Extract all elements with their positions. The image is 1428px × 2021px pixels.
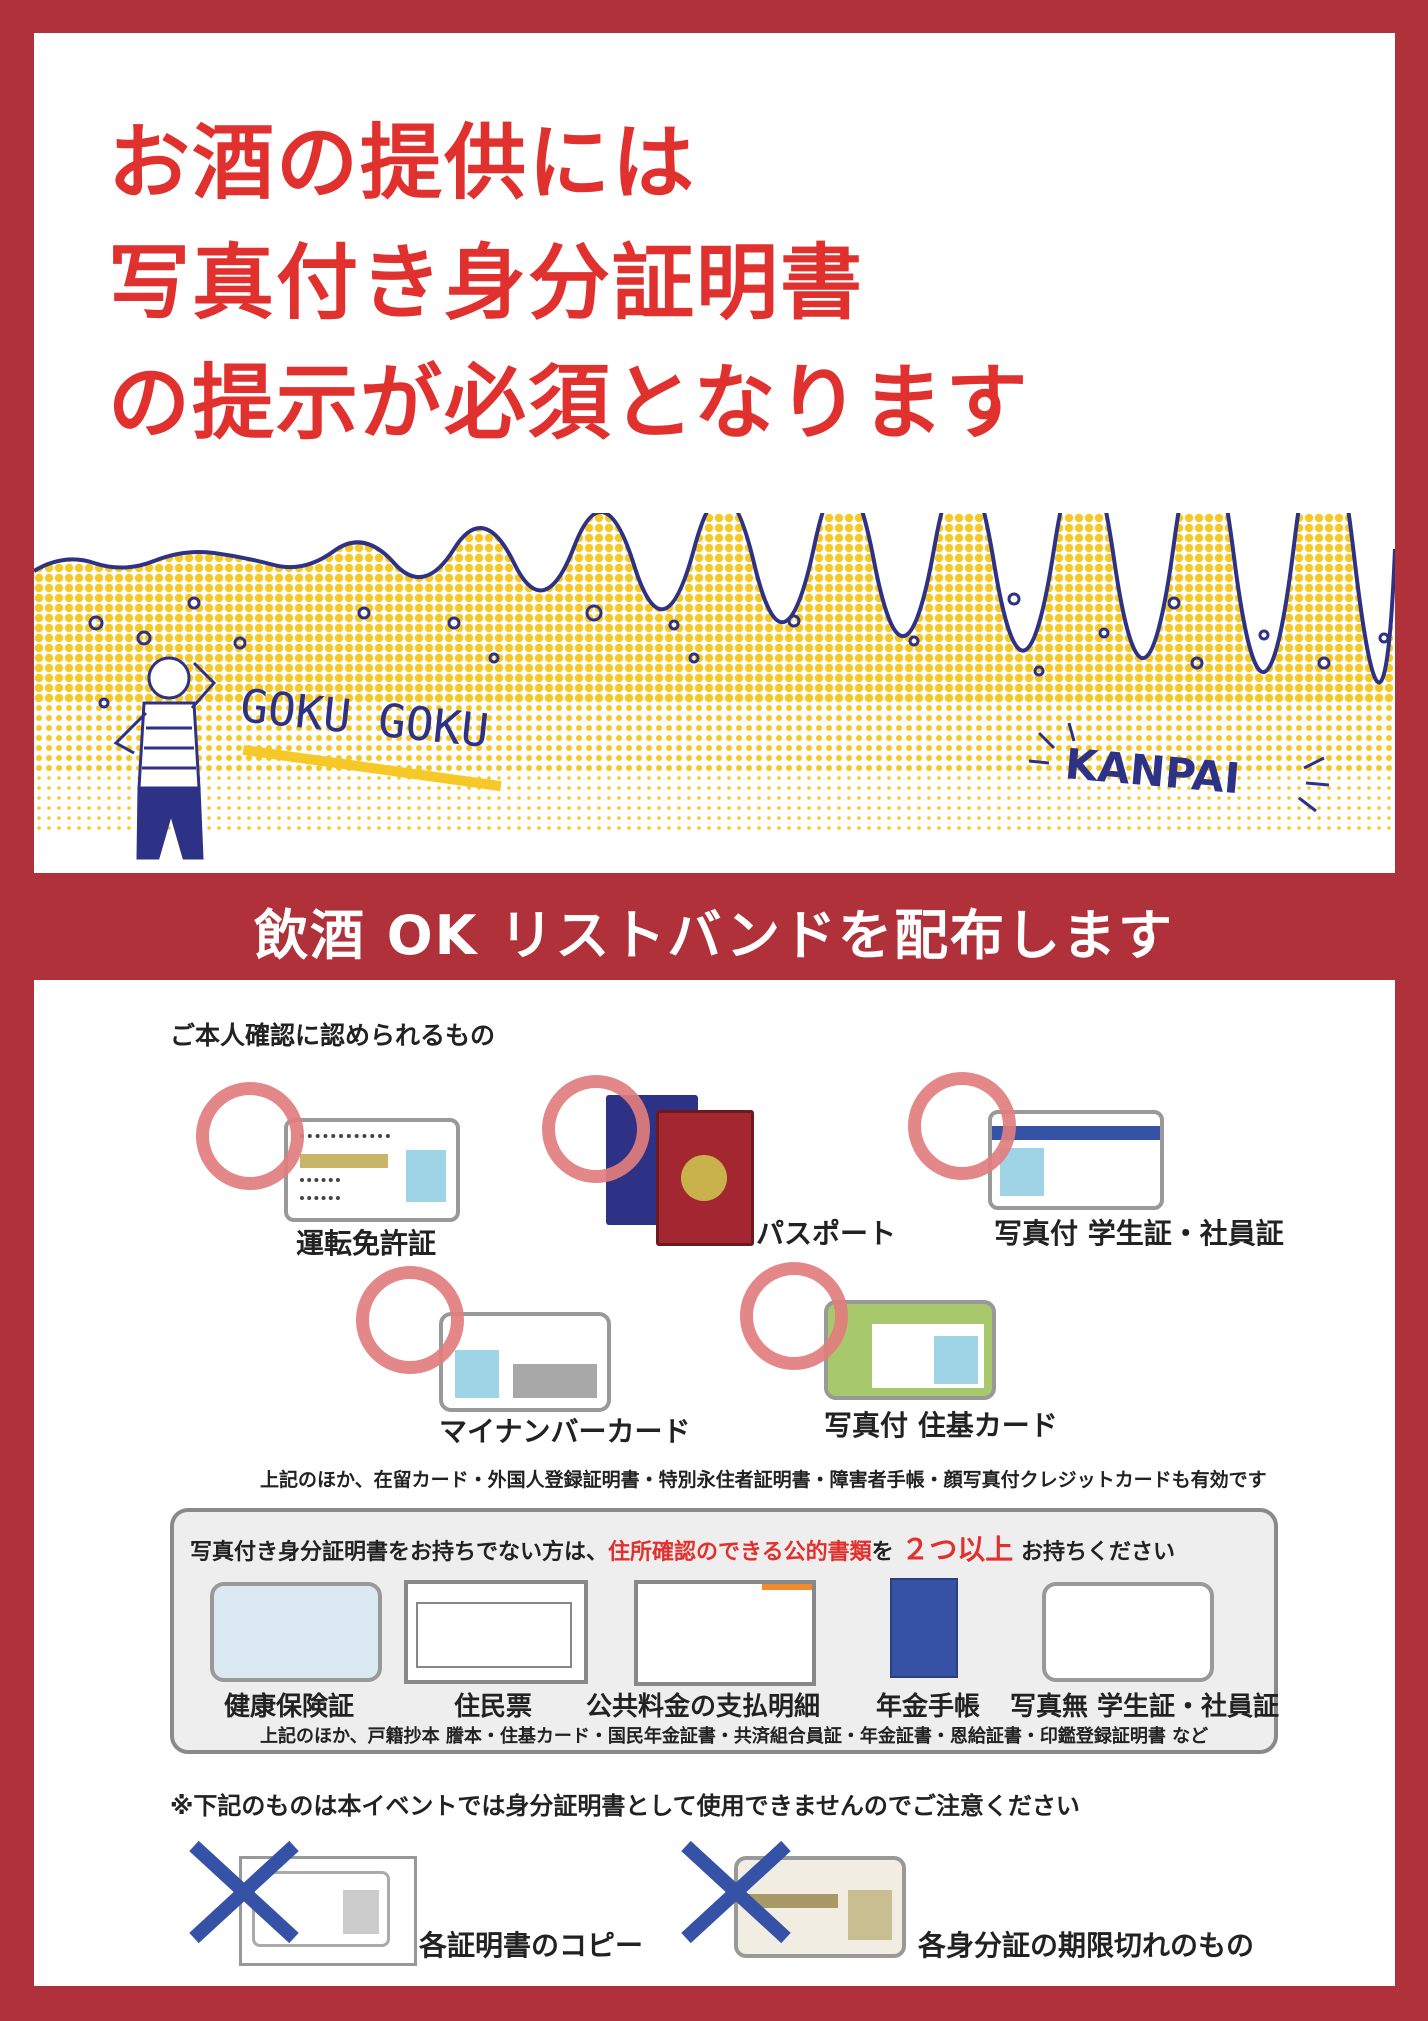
alternative-item-3: 公共料金の支払明細 bbox=[586, 1692, 821, 1722]
resident-record-icon bbox=[404, 1580, 588, 1684]
passport-red-icon bbox=[656, 1110, 754, 1246]
utility-bill-icon bbox=[634, 1580, 816, 1686]
not-accepted-warning: ※下記のものは本イベントでは身分証明書として使用できませんのでご注意ください bbox=[170, 1792, 1080, 1820]
accepted-item-5: 写真付 住基カード bbox=[824, 1409, 1058, 1442]
kanpai-burst bbox=[1028, 722, 1330, 813]
intro-prefix: 写真付き身分証明書をお持ちでない方は、 bbox=[190, 1540, 609, 1565]
student-id-no-photo-icon bbox=[1042, 1582, 1214, 1682]
accepted-item-3: 写真付 学生証・社員証 bbox=[994, 1217, 1284, 1250]
alternative-note: 上記のほか、戸籍抄本 謄本・住基カード・国民年金証書・共済組合員証・年金証書・恩… bbox=[260, 1726, 1209, 1747]
ok-circle-icon bbox=[740, 1262, 848, 1370]
alternative-item-5: 写真無 学生証・社員証 bbox=[1010, 1692, 1280, 1722]
beer-illustration: GOKU GOKU KANPAI bbox=[34, 513, 1395, 860]
drivers-license-icon bbox=[284, 1118, 460, 1222]
person-figure bbox=[113, 656, 217, 860]
accepted-item-2: パスポート bbox=[756, 1217, 897, 1250]
bubbles bbox=[88, 592, 1390, 709]
alternative-item-2: 住民票 bbox=[454, 1692, 533, 1722]
headline-line-3: の提示が必須となります bbox=[108, 356, 1030, 451]
health-insurance-card-icon bbox=[210, 1582, 382, 1682]
wristband-banner: 飲酒 OK リストバンドを配布します bbox=[253, 903, 1175, 967]
alternative-intro: 写真付き身分証明書をお持ちでない方は、住所確認のできる公的書類を ２つ以上 お持… bbox=[190, 1528, 1175, 1568]
foam-line bbox=[34, 513, 1395, 685]
intro-suffix: お持ちください bbox=[1020, 1540, 1175, 1565]
cross-mark-icon bbox=[189, 1840, 299, 1944]
pension-book-icon bbox=[890, 1578, 958, 1678]
juki-card-icon bbox=[824, 1300, 996, 1400]
ok-circle-icon bbox=[196, 1082, 304, 1190]
intro-highlight: 住所確認のできる公的書類 bbox=[608, 1540, 872, 1565]
id-info-panel: ご本人確認に認められるもの 運転免許証 パスポート 写真付 学生証・社員証 マイ… bbox=[34, 980, 1395, 1986]
accepted-note: 上記のほか、在留カード・外国人登録証明書・特別永住者証明書・障害者手帳・顔写真付… bbox=[260, 1469, 1267, 1491]
not-accepted-item-2: 各身分証の期限切れのもの bbox=[918, 1929, 1255, 1962]
alternative-item-1: 健康保険証 bbox=[224, 1692, 355, 1722]
alternative-item-4: 年金手帳 bbox=[876, 1692, 981, 1722]
accepted-item-4: マイナンバーカード bbox=[439, 1415, 691, 1448]
headline-line-1: お酒の提供には bbox=[108, 116, 697, 211]
header-panel: お酒の提供には 写真付き身分証明書 の提示が必須となります bbox=[34, 33, 1395, 873]
my-number-card-icon bbox=[439, 1312, 611, 1412]
beer-body-dense bbox=[34, 513, 1395, 703]
beer-body-light bbox=[34, 773, 1395, 833]
headline-line-2: 写真付き身分証明書 bbox=[108, 236, 865, 331]
ok-circle-icon bbox=[908, 1072, 1016, 1180]
ok-circle-icon bbox=[356, 1266, 464, 1374]
accepted-item-1: 運転免許証 bbox=[296, 1227, 437, 1260]
intro-count: ２つ以上 bbox=[901, 1533, 1014, 1566]
ok-circle-icon bbox=[542, 1075, 650, 1183]
alternative-documents-box: 写真付き身分証明書をお持ちでない方は、住所確認のできる公的書類を ２つ以上 お持… bbox=[170, 1508, 1280, 1754]
not-accepted-item-1: 各証明書のコピー bbox=[419, 1929, 644, 1962]
cross-mark-icon bbox=[681, 1840, 791, 1944]
accepted-heading: ご本人確認に認められるもの bbox=[170, 1021, 496, 1050]
beer-body-mid bbox=[34, 703, 1395, 773]
gokugoku-underline bbox=[242, 745, 502, 792]
intro-mid: を bbox=[871, 1540, 894, 1565]
